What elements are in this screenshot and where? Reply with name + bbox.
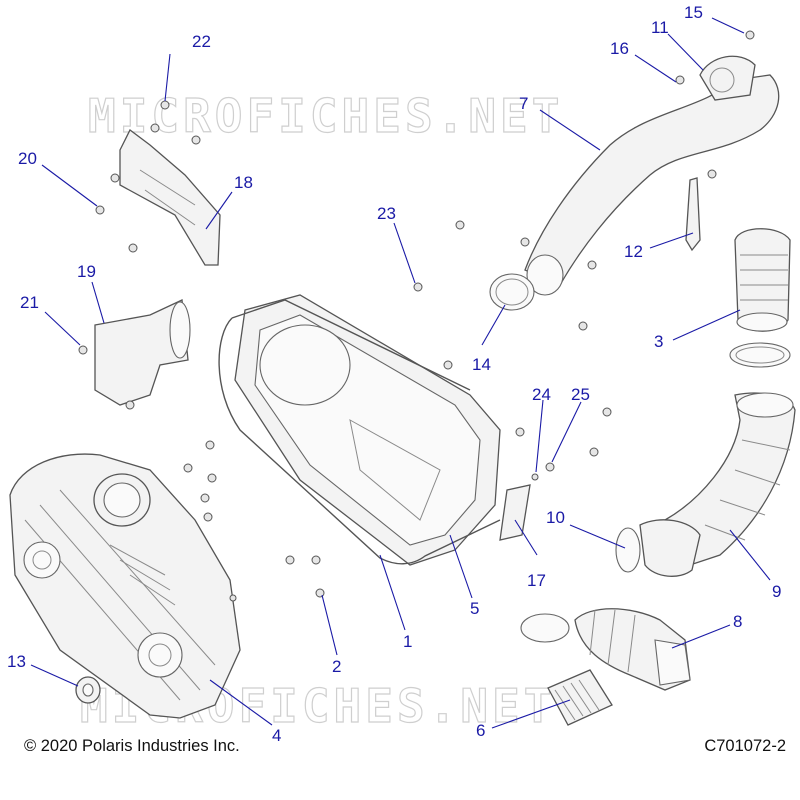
watermark-top: MICROFICHES.NET bbox=[88, 89, 563, 143]
callout-labels: 1 2 3 4 5 6 7 8 9 10 11 12 13 14 15 16 1… bbox=[7, 3, 781, 745]
diagram-id: C701072-2 bbox=[704, 737, 786, 755]
part-bracket bbox=[685, 177, 701, 252]
callout-9: 9 bbox=[772, 582, 781, 601]
callout-25: 25 bbox=[571, 385, 590, 404]
callout-19: 19 bbox=[77, 262, 96, 281]
part-intake-duct bbox=[524, 55, 780, 296]
part-filter bbox=[734, 228, 791, 332]
callout-6: 6 bbox=[476, 721, 485, 740]
callout-16: 16 bbox=[610, 39, 629, 58]
callout-15: 15 bbox=[684, 3, 703, 22]
part-cover-seal bbox=[218, 299, 501, 565]
callout-4: 4 bbox=[272, 726, 281, 745]
part-gasket-plate bbox=[499, 484, 531, 541]
part-heat-shield bbox=[119, 129, 221, 266]
callout-8: 8 bbox=[733, 612, 742, 631]
part-inner-cover bbox=[234, 294, 501, 566]
callout-17: 17 bbox=[527, 571, 546, 590]
callout-13: 13 bbox=[7, 652, 26, 671]
part-clamp-14 bbox=[489, 273, 535, 311]
part-vent-duct bbox=[94, 299, 191, 406]
callout-20: 20 bbox=[18, 149, 37, 168]
callout-22: 22 bbox=[192, 32, 211, 51]
part-grille bbox=[547, 669, 613, 726]
callout-7: 7 bbox=[519, 94, 528, 113]
callout-14: 14 bbox=[472, 355, 491, 374]
callout-10: 10 bbox=[546, 508, 565, 527]
callout-12: 12 bbox=[624, 242, 643, 261]
copyright-notice: © 2020 Polaris Industries Inc. bbox=[24, 737, 240, 755]
callout-1: 1 bbox=[403, 632, 412, 651]
callout-5: 5 bbox=[470, 599, 479, 618]
part-washer bbox=[75, 676, 101, 704]
part-lower-duct bbox=[520, 608, 691, 691]
part-clamp-10 bbox=[615, 527, 641, 573]
callout-18: 18 bbox=[234, 173, 253, 192]
callout-24: 24 bbox=[532, 385, 551, 404]
leader-lines bbox=[30, 17, 771, 729]
fasteners bbox=[78, 30, 755, 602]
part-elbow-duct bbox=[639, 392, 796, 577]
part-outer-cover bbox=[9, 453, 241, 719]
part-clamp-ring bbox=[729, 342, 791, 368]
callout-2: 2 bbox=[332, 657, 341, 676]
callout-23: 23 bbox=[377, 204, 396, 223]
callout-3: 3 bbox=[654, 332, 663, 351]
callout-21: 21 bbox=[20, 293, 39, 312]
callout-11: 11 bbox=[651, 18, 669, 37]
